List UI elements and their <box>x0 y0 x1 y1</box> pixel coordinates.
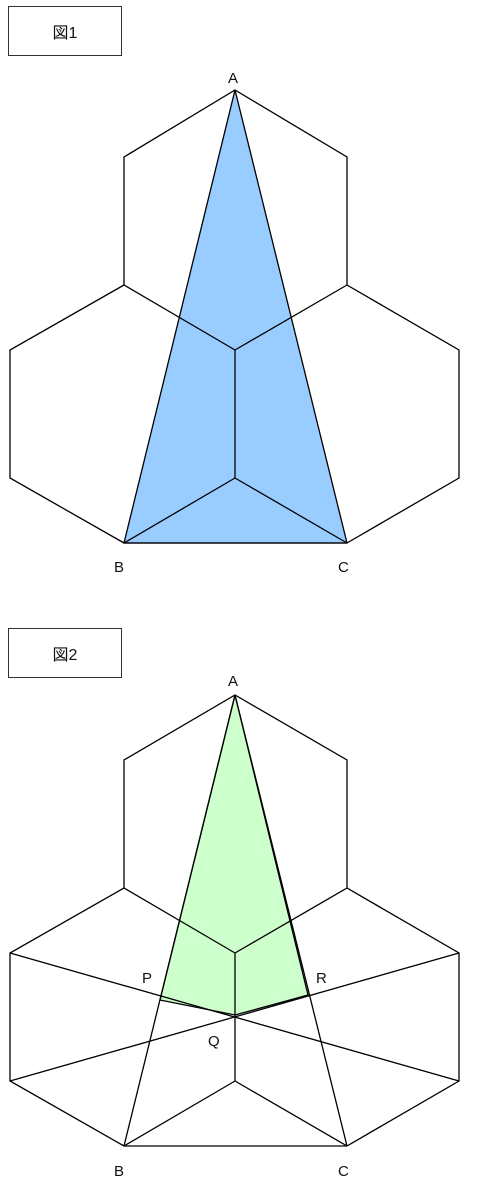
point-c-label: C <box>338 559 349 576</box>
segment-ac <box>234 694 348 1147</box>
hexagon-outlines-2 <box>9 694 460 1147</box>
center-to-c-2 <box>234 1080 348 1147</box>
figure-2: A P R Q B C <box>9 673 460 1180</box>
center-to-b-2 <box>123 1080 236 1147</box>
quadrilateral-apqr <box>159 694 309 1016</box>
point-p-label: P <box>142 970 152 987</box>
right-hexagon-2 <box>346 887 460 1147</box>
segment-ab <box>123 694 236 1147</box>
point-b-label: B <box>114 559 124 576</box>
figure-1-label: 図1 <box>8 6 122 56</box>
figure-1: A B C <box>9 70 460 576</box>
point-a-label: A <box>228 70 238 87</box>
point-b-label-2: B <box>114 1163 124 1180</box>
point-c-label-2: C <box>338 1163 349 1180</box>
hexagon-outlines <box>9 89 460 544</box>
inner-y-left <box>123 284 236 351</box>
center-to-b <box>123 477 236 544</box>
point-r-label: R <box>316 970 327 987</box>
figure-2-label: 図2 <box>8 628 122 678</box>
left-hexagon-2 <box>9 887 125 1147</box>
inner-y-right <box>234 284 348 351</box>
right-hexagon <box>346 284 460 544</box>
center-to-c <box>234 477 348 544</box>
diagonal-left-bottom-to-right-top <box>9 952 460 1082</box>
point-q-label: Q <box>208 1033 220 1050</box>
top-hexagon <box>123 89 348 285</box>
left-hexagon <box>9 284 125 544</box>
point-a-label-2: A <box>228 673 238 690</box>
